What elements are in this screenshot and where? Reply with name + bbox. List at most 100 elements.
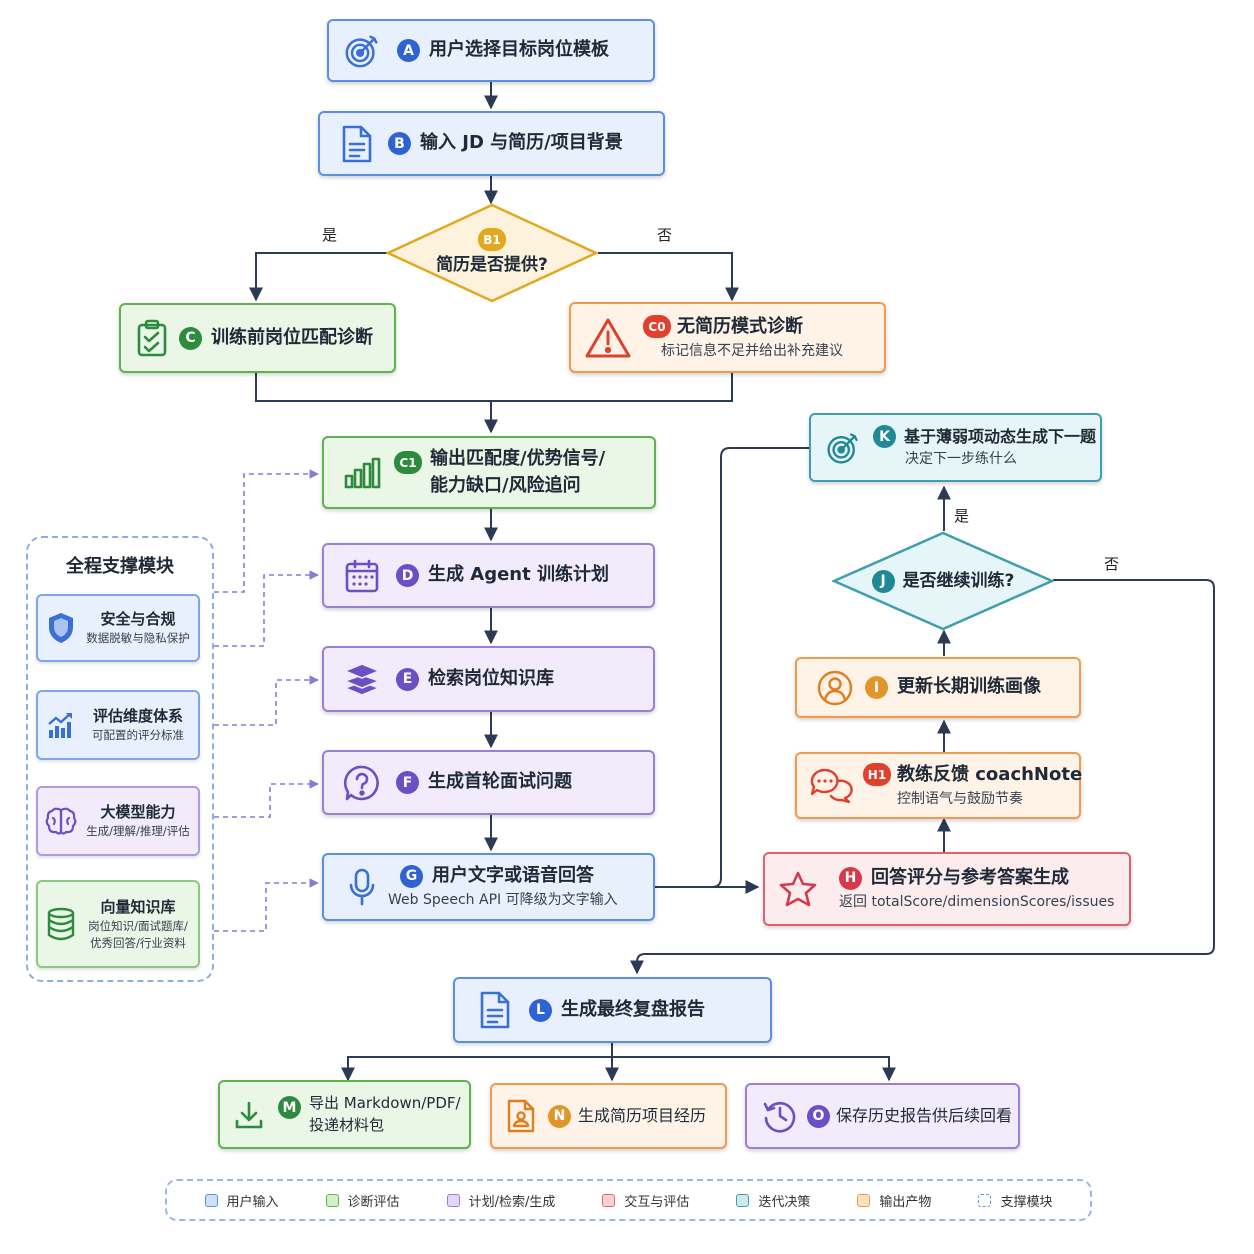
support-card-desc: 数据脱敏与隐私保护 <box>86 631 190 646</box>
node-badge: M <box>278 1096 301 1119</box>
node-d: D 生成 Agent 训练计划 <box>322 543 655 608</box>
clipboard-check-icon <box>133 319 171 357</box>
node-badge: F <box>396 771 419 794</box>
target-icon <box>823 430 863 466</box>
node-title: 教练反馈 coachNote <box>897 763 1083 785</box>
support-link-e <box>214 675 319 726</box>
legend-swatch <box>325 1193 339 1207</box>
growth-chart-icon <box>44 710 78 740</box>
edge-b1-c0 <box>598 252 739 302</box>
node-title: 回答评分与参考答案生成 <box>871 867 1069 889</box>
legend-swatch <box>736 1193 750 1207</box>
node-title-line2: 投递材料包 <box>309 1115 385 1134</box>
node-title: 更新长期训练画像 <box>897 676 1041 698</box>
node-badge: B <box>388 132 411 155</box>
layers-icon <box>342 661 382 697</box>
edge-j-l <box>630 579 1215 975</box>
node-subtitle: Web Speech API 可降级为文字输入 <box>388 892 618 909</box>
support-card-desc: 岗位知识/面试题库/ <box>88 918 188 933</box>
node-badge: H <box>839 866 862 890</box>
node-badge: K <box>873 425 896 449</box>
download-icon <box>232 1099 266 1131</box>
legend-label: 诊断评估 <box>347 1194 400 1210</box>
node-h: H 回答评分与参考答案生成 返回 totalScore/dimensionSco… <box>763 852 1131 926</box>
legend-item: 交互与评估 <box>602 1191 689 1210</box>
node-badge: B1 <box>478 228 506 252</box>
node-a: A 用户选择目标岗位模板 <box>327 19 655 82</box>
legend-item: 计划/检索/生成 <box>446 1191 555 1210</box>
legend-item: 迭代决策 <box>736 1191 810 1210</box>
support-title: 全程支撑模块 <box>66 556 174 577</box>
node-badge: C0 <box>643 315 671 339</box>
node-subtitle: 返回 totalScore/dimensionScores/issues <box>839 894 1115 911</box>
support-card-desc-line2: 优秀回答/行业资料 <box>90 935 186 950</box>
node-c: C 训练前岗位匹配诊断 <box>119 303 396 373</box>
legend: 用户输入 诊断评估 计划/检索/生成 交互与评估 迭代决策 输出产物 支撑模块 <box>165 1179 1092 1221</box>
node-c0: C0 无简历模式诊断 标记信息不足并给出补充建议 <box>569 302 886 373</box>
legend-label: 用户输入 <box>226 1194 279 1210</box>
node-badge: N <box>548 1104 571 1128</box>
question-icon <box>342 764 382 802</box>
resume-icon <box>504 1098 538 1134</box>
node-badge: A <box>397 39 420 62</box>
node-title: 简历是否提供? <box>436 255 548 276</box>
node-o: O 保存历史报告供后续回看 <box>745 1083 1020 1149</box>
support-card-desc: 生成/理解/推理/评估 <box>86 824 190 839</box>
node-badge: I <box>865 676 888 699</box>
legend-item: 诊断评估 <box>325 1191 400 1210</box>
support-link-g <box>214 878 319 932</box>
node-f: F 生成首轮面试问题 <box>322 750 655 815</box>
legend-swatch <box>857 1193 871 1207</box>
node-c1: C1 输出匹配度/优势信号/ 能力缺口/风险追问 <box>322 436 656 509</box>
node-title: 是否继续训练? <box>902 570 1015 591</box>
edge-label-no: 否 <box>657 226 673 244</box>
node-e: E 检索岗位知识库 <box>322 646 655 712</box>
legend-item: 支撑模块 <box>978 1191 1052 1210</box>
legend-swatch <box>978 1193 992 1207</box>
legend-label: 迭代决策 <box>758 1194 811 1210</box>
support-card-evaluation: 评估维度体系 可配置的评分标准 <box>36 690 200 760</box>
legend-item: 用户输入 <box>204 1191 279 1210</box>
target-icon <box>341 32 383 70</box>
support-card-desc: 可配置的评分标准 <box>92 728 184 743</box>
node-subtitle: 控制语气与鼓励节奏 <box>897 790 1023 807</box>
support-link-f <box>214 779 319 818</box>
node-title: 输入 JD 与简历/项目背景 <box>420 132 623 154</box>
support-card-vector-kb: 向量知识库 岗位知识/面试题库/ 优秀回答/行业资料 <box>36 880 200 968</box>
node-badge: C <box>179 326 202 350</box>
node-title: 用户选择目标岗位模板 <box>429 39 609 61</box>
support-card-security: 安全与合规 数据脱敏与隐私保护 <box>36 594 200 662</box>
node-badge: C1 <box>394 451 422 474</box>
node-badge: E <box>396 667 419 691</box>
node-title: 保存历史报告供后续回看 <box>836 1106 1013 1126</box>
node-title: 生成最终复盘报告 <box>561 998 705 1020</box>
node-badge: L <box>529 998 552 1022</box>
node-title: 无简历模式诊断 <box>677 315 803 337</box>
brain-icon <box>44 806 78 836</box>
legend-label: 交互与评估 <box>624 1194 690 1210</box>
edge-label-yes: 是 <box>954 507 970 525</box>
node-b: B 输入 JD 与简历/项目背景 <box>318 111 665 176</box>
node-badge: H1 <box>863 763 891 787</box>
node-g: G 用户文字或语音回答 Web Speech API 可降级为文字输入 <box>322 853 655 921</box>
node-m: M 导出 Markdown/PDF/ 投递材料包 <box>218 1080 471 1149</box>
legend-label: 输出产物 <box>879 1194 932 1210</box>
node-h1: H1 教练反馈 coachNote 控制语气与鼓励节奏 <box>795 752 1083 819</box>
star-icon <box>777 870 819 908</box>
warning-icon <box>583 316 633 360</box>
node-badge: J <box>871 569 895 593</box>
node-badge: O <box>807 1104 830 1128</box>
node-title: 用户文字或语音回答 <box>432 865 594 887</box>
edge-label-yes: 是 <box>322 226 338 244</box>
shield-icon <box>44 611 78 645</box>
node-title: 基于薄弱项动态生成下一题 <box>904 427 1097 447</box>
node-n: N 生成简历项目经历 <box>490 1083 727 1149</box>
decision-b1: B1 简历是否提供? <box>386 203 598 303</box>
edge-l-outputs <box>347 1043 890 1080</box>
node-title: 训练前岗位匹配诊断 <box>211 326 373 348</box>
history-clock-icon <box>761 1098 799 1134</box>
legend-swatch <box>204 1193 218 1207</box>
database-icon <box>44 907 78 941</box>
node-subtitle: 决定下一步练什么 <box>905 451 1017 468</box>
